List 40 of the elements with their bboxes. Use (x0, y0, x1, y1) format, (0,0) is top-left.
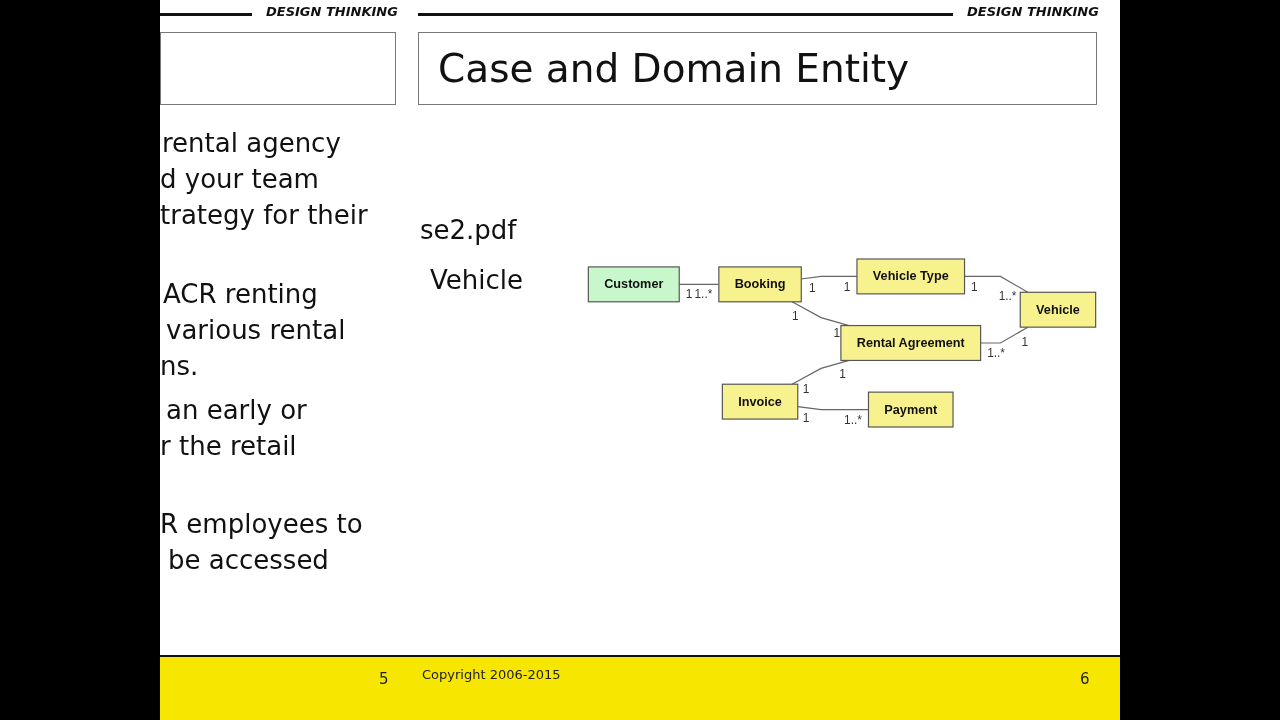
body-text: various rental (166, 315, 346, 345)
body-text: be accessed (168, 545, 329, 575)
class-box: Customer (587, 266, 680, 303)
body-text: r the retail (160, 431, 297, 461)
class-box: Vehicle (1019, 291, 1097, 328)
multiplicity-label: 1..* (987, 346, 1005, 361)
class-box: Booking (718, 266, 802, 303)
multiplicity-label: 1..* (844, 412, 862, 427)
class-box: Rental Agreement (840, 324, 982, 362)
class-box: Invoice (721, 383, 799, 420)
multiplicity-label: 1 (685, 287, 693, 302)
body-text: se2.pdf (420, 215, 517, 245)
multiplicity-label: 1 (792, 309, 799, 324)
body-text: trategy for their (160, 200, 368, 230)
body-text: ns. (160, 351, 199, 381)
multiplicity-label: 1..* (694, 287, 713, 302)
header-text: DESIGN THINKING (266, 4, 398, 20)
multiplicity-label: 1 (971, 279, 978, 294)
multiplicity-label: 1 (839, 366, 846, 381)
association-line (980, 326, 1029, 344)
page-number: 5 (379, 670, 389, 688)
multiplicity-label: 1 (1021, 334, 1029, 349)
body-text: Vehicle (430, 265, 523, 295)
class-box: Payment (867, 391, 954, 428)
multiplicity-label: 1 (802, 411, 810, 426)
class-box: Vehicle Type (856, 258, 966, 295)
copyright-text: Copyright 2006-2015 (422, 667, 561, 683)
page-number: 6 (1080, 670, 1090, 688)
body-text: ACR renting (163, 279, 318, 309)
multiplicity-label: 1 (833, 326, 840, 341)
multiplicity-label: 1 (843, 279, 851, 294)
multiplicity-label: 1..* (998, 289, 1017, 304)
body-text: rental agency (162, 128, 341, 158)
multiplicity-label: 1 (809, 281, 816, 296)
body-text: R employees to (160, 509, 363, 539)
body-text: an early or (166, 395, 307, 425)
header-text: DESIGN THINKING (967, 4, 1099, 20)
body-text: d your team (160, 164, 319, 194)
slide-title: Case and Domain Entity (438, 46, 910, 92)
multiplicity-label: 1 (802, 382, 810, 397)
